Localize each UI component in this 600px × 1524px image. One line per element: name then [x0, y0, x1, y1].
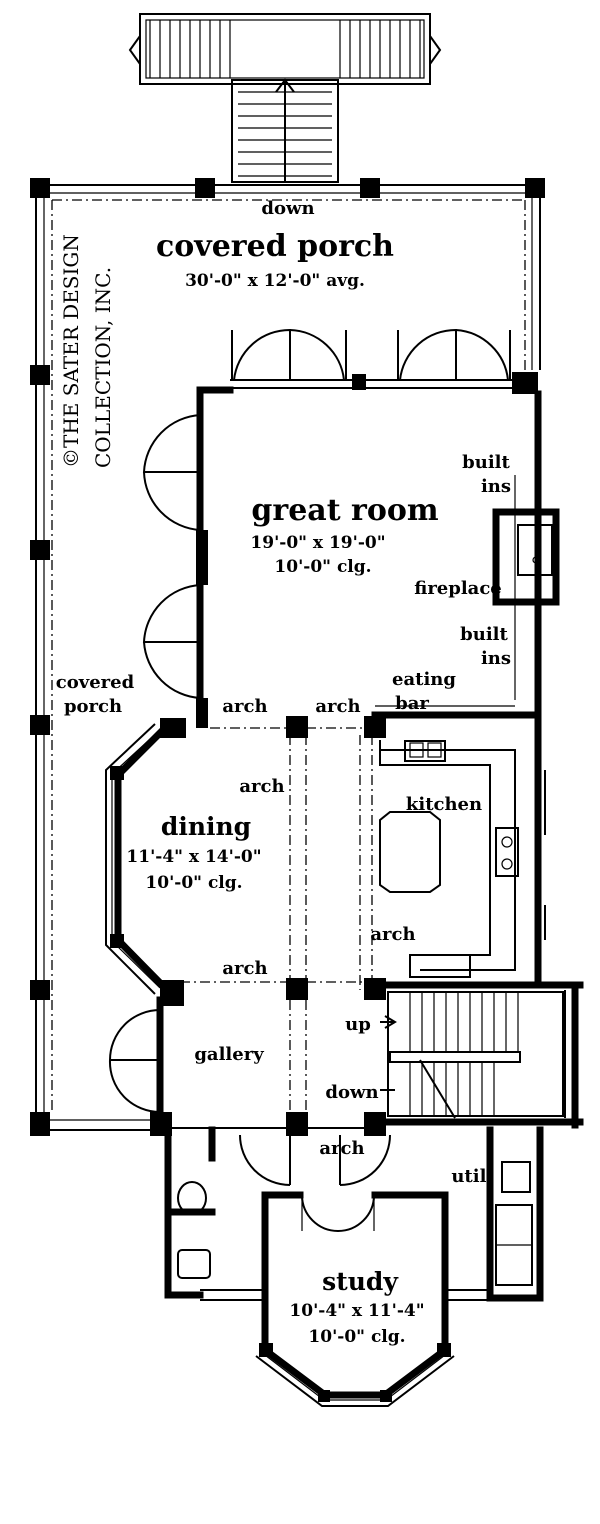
arch-openings [180, 727, 373, 1120]
built-ins-top-1: built [462, 452, 510, 473]
kitchen-area [379, 738, 546, 984]
great-room-ceiling: 10'-0" clg. [274, 557, 371, 577]
arch-label: arch [319, 1138, 364, 1159]
gallery-label: gallery [194, 1044, 264, 1065]
study-name: study [322, 1267, 399, 1296]
copyright-block: ©THE SATER DESIGN COLLECTION, INC. [59, 234, 115, 468]
copyright-line2: COLLECTION, INC. [91, 267, 115, 468]
great-room-dims: 19'-0" x 19'-0" [250, 533, 385, 553]
lower-wing [164, 1126, 544, 1407]
eating-bar-1: eating [392, 669, 456, 690]
study-dims: 10'-4" x 11'-4" [289, 1301, 424, 1321]
arch-label: arch [370, 924, 415, 945]
arch-label: arch [239, 776, 284, 797]
stair-down-label: down [325, 1082, 378, 1103]
study-ceiling: 10'-0" clg. [308, 1327, 405, 1347]
dining-ceiling: 10'-0" clg. [145, 873, 242, 893]
stair-up-label: up [345, 1014, 371, 1035]
dining-bay-window [105, 723, 170, 995]
side-porch-1: covered [56, 672, 135, 693]
gallery-area [108, 996, 368, 1129]
eating-bar-2: bar [395, 693, 429, 714]
dining-name: dining [161, 812, 251, 841]
built-ins-top-2: ins [481, 476, 511, 497]
fireplace-label: fireplace [414, 578, 502, 599]
util-label: util. [451, 1166, 492, 1187]
porch-outline [35, 184, 541, 1131]
arch-label: arch [222, 958, 267, 979]
built-ins-bottom-2: ins [481, 648, 511, 669]
copyright-line1: ©THE SATER DESIGN [59, 234, 83, 468]
stair-hall [371, 981, 584, 1129]
porch-name: covered porch [156, 229, 394, 264]
porch-dims: 30'-0" x 12'-0" avg. [185, 271, 365, 291]
arch-label: arch [222, 696, 267, 717]
porch-columns [30, 178, 545, 1136]
kitchen-label: kitchen [406, 794, 482, 815]
entry-stair-deck [128, 13, 442, 183]
great-room-name: great room [251, 493, 438, 528]
built-ins-bottom-1: built [460, 624, 508, 645]
dining-dims: 11'-4" x 14'-0" [126, 847, 261, 867]
great-room-walls [142, 328, 560, 989]
arch-label: arch [315, 696, 360, 717]
side-porch-2: porch [64, 696, 122, 717]
porch-stair-label: down [261, 198, 314, 219]
